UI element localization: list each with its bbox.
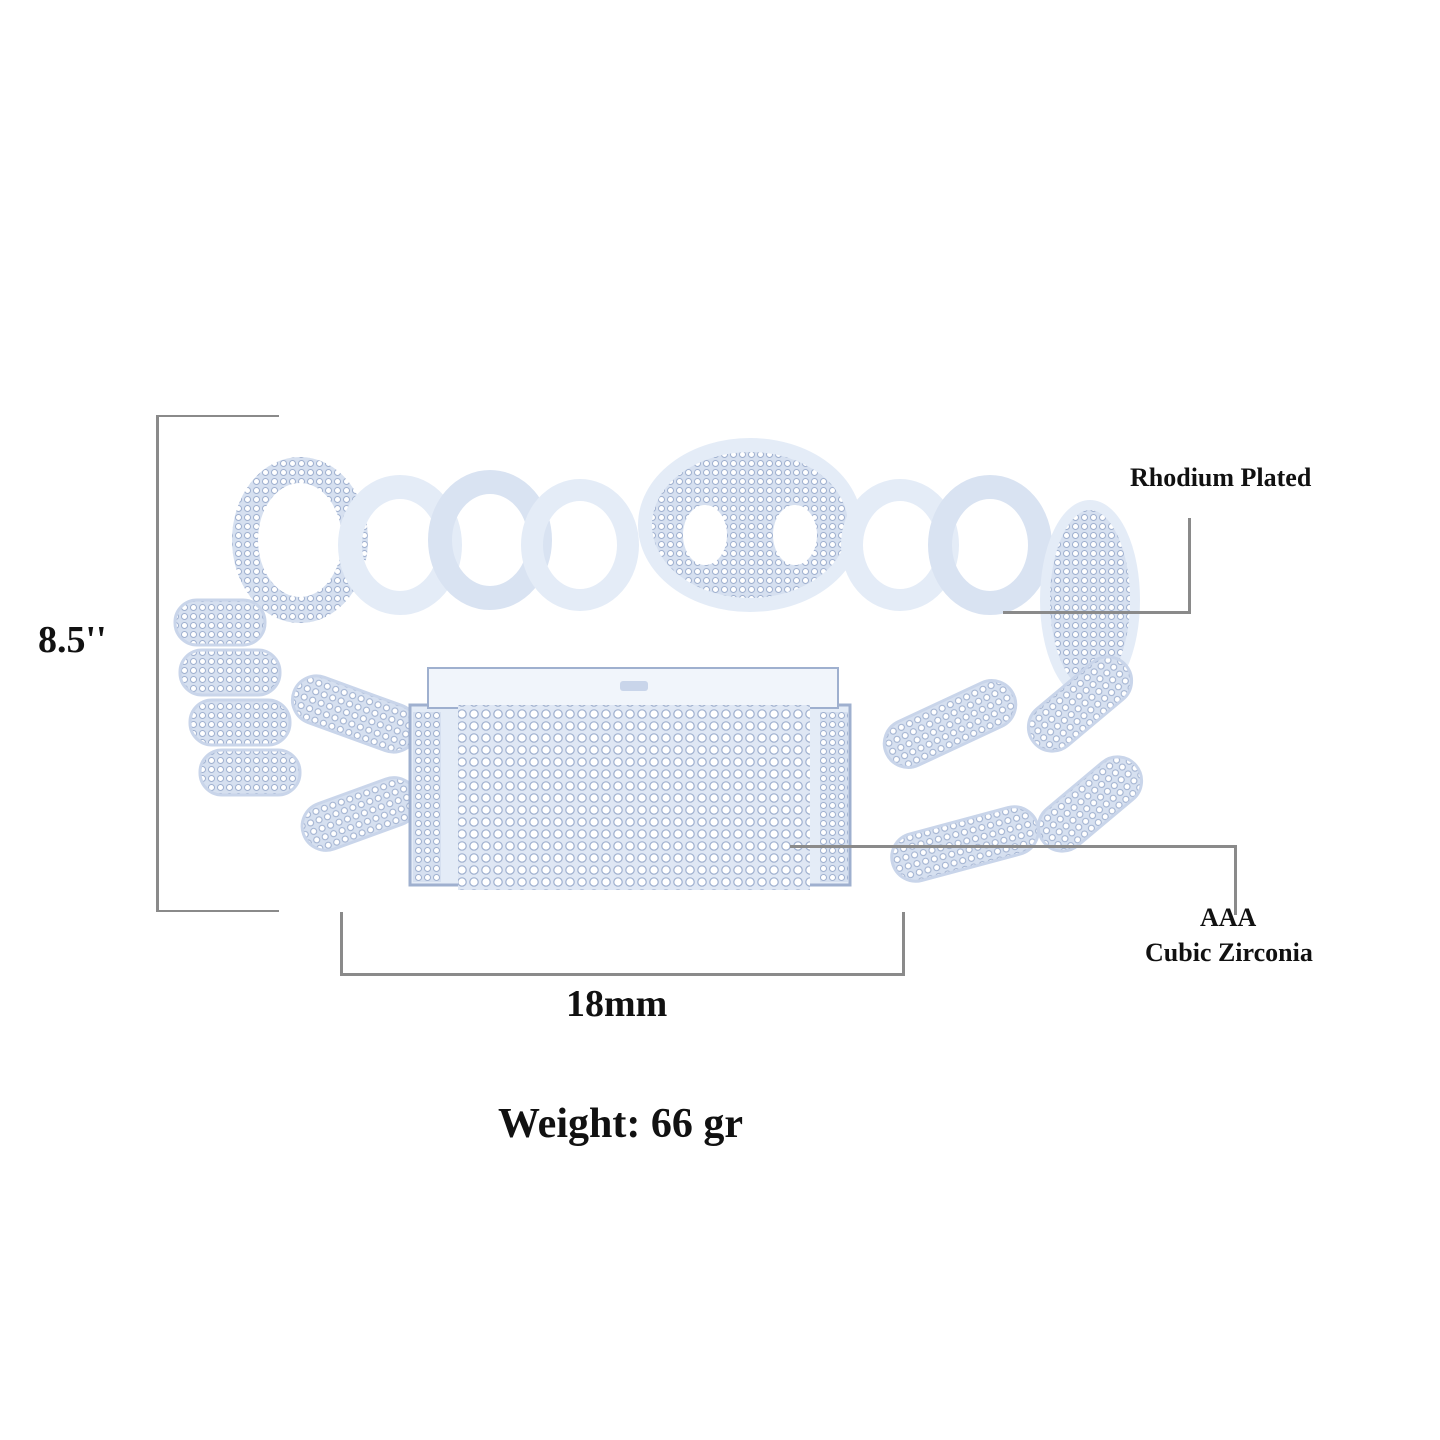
front-chain-links (173, 598, 1144, 883)
length-dimension-line (156, 415, 159, 912)
width-dimension-tick-right (902, 912, 905, 975)
length-dimension-tick-bottom (156, 910, 279, 912)
stone-callout-vertical (1234, 845, 1237, 915)
length-label: 8.5'' (38, 619, 107, 661)
width-dimension-tick-left (340, 912, 343, 975)
plating-label: Rhodium Plated (1130, 463, 1312, 492)
width-label: 18mm (566, 983, 668, 1025)
plating-callout-vertical (1188, 518, 1191, 614)
stone-callout-horizontal (790, 845, 1237, 848)
plating-callout-horizontal (1003, 611, 1191, 614)
stone-type-label: Cubic Zirconia (1145, 938, 1313, 967)
back-chain-links (232, 438, 1140, 700)
stone-grade-label: AAA (1200, 903, 1257, 932)
clasp-plate (408, 667, 852, 890)
width-dimension-line (340, 973, 905, 976)
length-dimension-tick-top (156, 415, 279, 417)
weight-label: Weight: 66 gr (498, 1101, 743, 1147)
